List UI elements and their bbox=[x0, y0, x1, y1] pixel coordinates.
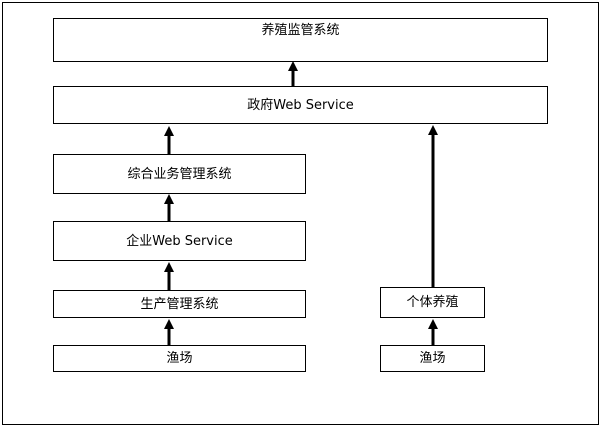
node-fishery-right: 渔场 bbox=[380, 345, 485, 372]
node-gov-web-service: 政府Web Service bbox=[53, 86, 548, 124]
node-individual-farming: 个体养殖 bbox=[380, 287, 485, 318]
node-supervision-system-label: 养殖监管系统 bbox=[261, 23, 340, 38]
node-production-management-system: 生产管理系统 bbox=[53, 290, 306, 318]
node-enterprise-web-service-label: 企业Web Service bbox=[126, 233, 233, 249]
node-fishery-right-label: 渔场 bbox=[419, 351, 446, 366]
node-gov-web-service-label: 政府Web Service bbox=[247, 97, 354, 113]
node-integrated-business-system: 综合业务管理系统 bbox=[53, 154, 306, 194]
node-fishery-left: 渔场 bbox=[53, 345, 306, 372]
node-enterprise-web-service: 企业Web Service bbox=[53, 221, 306, 261]
diagram-frame bbox=[2, 2, 599, 425]
node-production-management-system-label: 生产管理系统 bbox=[140, 296, 219, 312]
node-fishery-left-label: 渔场 bbox=[166, 351, 193, 366]
node-individual-farming-label: 个体养殖 bbox=[406, 295, 459, 310]
node-supervision-system: 养殖监管系统 bbox=[53, 18, 548, 62]
node-integrated-business-system-label: 综合业务管理系统 bbox=[127, 166, 232, 182]
